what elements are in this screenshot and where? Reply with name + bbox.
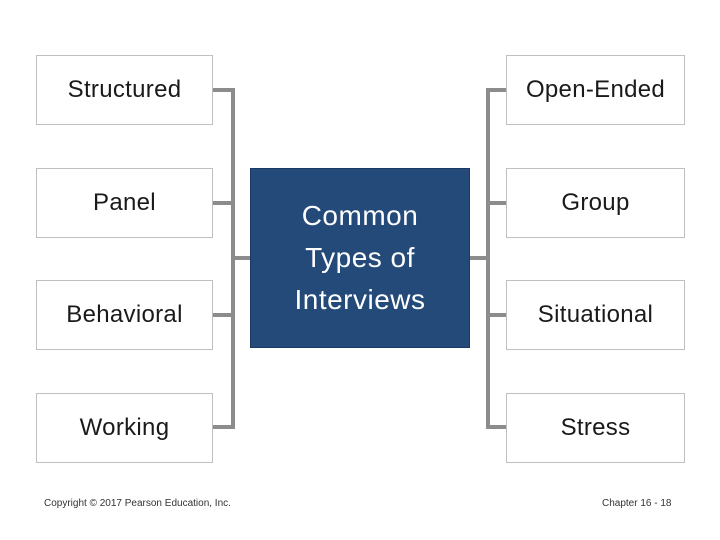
connector-behavioral — [213, 313, 233, 317]
connector-stress — [488, 425, 507, 429]
right-bracket-vertical — [486, 88, 490, 429]
connector-panel — [213, 201, 233, 205]
connector-situational — [488, 313, 507, 317]
box-situational: Situational — [506, 280, 685, 350]
box-stress: Stress — [506, 393, 685, 463]
connector-center-to-right — [469, 256, 488, 260]
connector-open-ended — [488, 88, 507, 92]
box-structured: Structured — [36, 55, 213, 125]
box-behavioral: Behavioral — [36, 280, 213, 350]
center-box: Common Types of Interviews — [250, 168, 470, 348]
connector-working — [213, 425, 233, 429]
box-working: Working — [36, 393, 213, 463]
connector-structured — [213, 88, 233, 92]
connector-group — [488, 201, 507, 205]
box-group: Group — [506, 168, 685, 238]
box-open-ended: Open-Ended — [506, 55, 685, 125]
copyright-text: Copyright © 2017 Pearson Education, Inc. — [44, 498, 231, 509]
connector-left-to-center — [233, 256, 251, 260]
box-panel: Panel — [36, 168, 213, 238]
slide-number: Chapter 16 - 18 — [602, 498, 672, 509]
